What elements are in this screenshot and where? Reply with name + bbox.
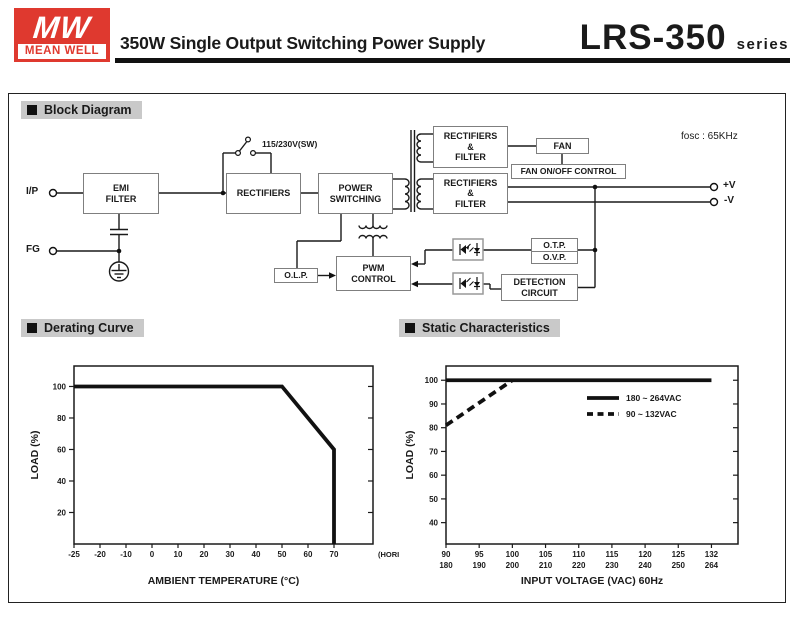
block-diagram-wires — [48, 130, 719, 295]
svg-text:30: 30 — [226, 550, 235, 559]
svg-text:40: 40 — [57, 477, 66, 486]
svg-text:20: 20 — [57, 508, 66, 517]
svg-text:70: 70 — [330, 550, 339, 559]
svg-text:200: 200 — [506, 561, 520, 570]
section-heading-derating-curve: Derating Curve — [21, 319, 144, 337]
content-frame: Block Diagram — [8, 93, 786, 603]
model-title: LRS-350 series — [580, 18, 789, 58]
svg-text:100: 100 — [425, 376, 439, 385]
power-switching-box: POWER SWITCHING — [318, 173, 393, 214]
static-characteristics-chart: 90 180 95 190 100 200 105 210 110 220 115 230 120 240… — [404, 365, 739, 587]
svg-text:LOAD (%): LOAD (%) — [404, 431, 416, 480]
svg-text:180 ~ 264VAC: 180 ~ 264VAC — [626, 393, 681, 403]
emi-filter-box: EMI FILTER — [83, 173, 159, 214]
svg-text:10: 10 — [174, 550, 183, 559]
input-terminal-label: I/P — [26, 186, 39, 197]
voltage-switch-icon — [235, 136, 257, 156]
otp-label: O.T.P. — [532, 239, 577, 252]
v-plus-terminal-label: +V — [723, 180, 736, 191]
junction-dots — [116, 184, 598, 254]
olp-box: O.L.P. — [274, 268, 318, 283]
rectifiers-filter-bottom-box: RECTIFIERS & FILTER — [433, 173, 508, 214]
rectifiers-filter-top-box: RECTIFIERS & FILTER — [433, 126, 508, 168]
svg-text:100: 100 — [53, 382, 67, 391]
fan-on-off-control-box: FAN ON/OFF CONTROL — [511, 164, 626, 179]
meanwell-logo: MW MEAN WELL — [14, 8, 110, 62]
svg-text:180: 180 — [439, 561, 453, 570]
svg-text:90: 90 — [442, 550, 451, 559]
svg-text:125: 125 — [672, 550, 686, 559]
svg-text:230: 230 — [605, 561, 619, 570]
section-heading-static-characteristics: Static Characteristics — [399, 319, 560, 337]
rectifiers-box: RECTIFIERS — [226, 173, 301, 214]
svg-text:105: 105 — [539, 550, 553, 559]
model-number: LRS-350 — [579, 18, 727, 57]
svg-text:95: 95 — [475, 550, 484, 559]
svg-text:40: 40 — [429, 519, 438, 528]
terminal-circles — [48, 182, 719, 256]
section-title: Derating Curve — [44, 321, 134, 335]
svg-text:-10: -10 — [120, 550, 132, 559]
svg-text:190: 190 — [473, 561, 487, 570]
square-bullet-icon — [27, 105, 37, 115]
section-title: Static Characteristics — [422, 321, 550, 335]
svg-text:210: 210 — [539, 561, 553, 570]
v-minus-terminal-label: -V — [724, 195, 734, 206]
svg-text:(HORIZONTAL): (HORIZONTAL) — [378, 550, 399, 559]
svg-text:90 ~ 132VAC: 90 ~ 132VAC — [626, 409, 677, 419]
detection-circuit-box: DETECTION CIRCUIT — [501, 274, 578, 301]
svg-text:80: 80 — [429, 424, 438, 433]
section-title: Block Diagram — [44, 103, 132, 117]
svg-text:50: 50 — [278, 550, 287, 559]
square-bullet-icon — [27, 323, 37, 333]
svg-text:-20: -20 — [94, 550, 106, 559]
square-bullet-icon — [405, 323, 415, 333]
svg-text:70: 70 — [429, 447, 438, 456]
svg-text:120: 120 — [638, 550, 652, 559]
series-label: series — [736, 36, 789, 53]
section-heading-block-diagram: Block Diagram — [21, 101, 142, 119]
svg-text:240: 240 — [638, 561, 652, 570]
derating-curve-chart: -25 -20 -10 0 10 20 30 40 50 60 70 (HORIZONTAL) 20 40… — [29, 365, 399, 587]
title-rule — [115, 58, 790, 63]
logo-brand-text: MEAN WELL — [18, 44, 106, 59]
svg-text:100: 100 — [506, 550, 520, 559]
svg-text:60: 60 — [429, 471, 438, 480]
svg-text:264: 264 — [705, 561, 719, 570]
pwm-control-box: PWM CONTROL — [336, 256, 411, 291]
fg-terminal-label: FG — [26, 244, 40, 255]
svg-text:220: 220 — [572, 561, 586, 570]
svg-text:132: 132 — [705, 550, 719, 559]
svg-text:AMBIENT TEMPERATURE (°C): AMBIENT TEMPERATURE (°C) — [148, 575, 300, 587]
fosc-label: fosc : 65KHz — [681, 131, 738, 142]
svg-text:20: 20 — [200, 550, 209, 559]
svg-text:60: 60 — [304, 550, 313, 559]
svg-text:115: 115 — [605, 550, 618, 559]
svg-text:LOAD (%): LOAD (%) — [29, 431, 41, 480]
svg-text:40: 40 — [252, 550, 261, 559]
svg-text:80: 80 — [57, 414, 66, 423]
voltage-switch-label: 115/230V(SW) — [262, 139, 318, 149]
ovp-label: O.V.P. — [542, 252, 567, 263]
svg-text:90: 90 — [429, 400, 438, 409]
svg-text:INPUT VOLTAGE (VAC) 60Hz: INPUT VOLTAGE (VAC) 60Hz — [521, 575, 663, 587]
optocoupler-icon — [452, 238, 484, 261]
svg-text:0: 0 — [150, 550, 155, 559]
svg-text:110: 110 — [572, 550, 585, 559]
otp-ovp-box: O.T.P. O.V.P. — [531, 238, 578, 264]
svg-text:-25: -25 — [68, 550, 80, 559]
optocoupler-icon — [452, 272, 484, 295]
svg-text:50: 50 — [429, 495, 438, 504]
svg-text:250: 250 — [672, 561, 686, 570]
fan-box: FAN — [536, 138, 589, 154]
svg-text:60: 60 — [57, 445, 66, 454]
page-title: 350W Single Output Switching Power Suppl… — [120, 33, 486, 53]
logo-mw-text: MW — [31, 10, 93, 45]
